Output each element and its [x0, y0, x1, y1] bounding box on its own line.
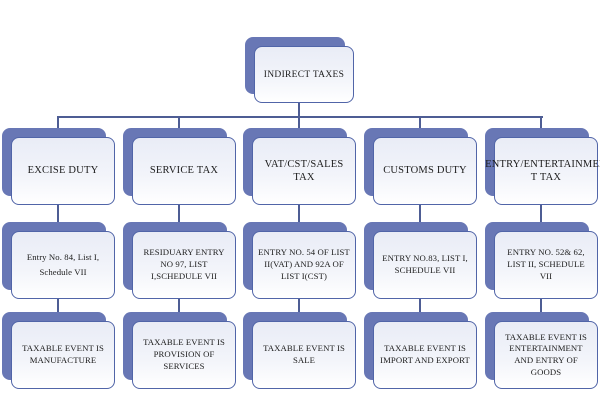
- branch-title-label: SERVICE TAX: [132, 137, 236, 205]
- connector-low-2: [178, 296, 180, 314]
- connector-drop-5: [540, 116, 542, 130]
- connector-mid-2: [178, 202, 180, 224]
- connector-drop-3: [298, 116, 300, 130]
- branch-node-entry-entertainment-tax: ENTRY/ENTERTAINMENT TAX: [485, 128, 600, 205]
- branch-title-label: VAT/CST/SALES TAX: [252, 137, 356, 205]
- connector-low-4: [419, 296, 421, 314]
- branch-node-customs-duty: CUSTOMS DUTY: [364, 128, 477, 205]
- event-label: TAXABLE EVENT IS SALE: [252, 321, 356, 389]
- event-node-vat-cst-sales-tax: TAXABLE EVENT IS SALE: [243, 312, 356, 389]
- entry-label: Entry No. 84, List I, Schedule VII: [11, 231, 115, 299]
- connector-mid-4: [419, 202, 421, 224]
- entry-label: ENTRY NO. 54 OF LIST II(VAT) AND 92A OF …: [252, 231, 356, 299]
- branch-node-excise-duty: EXCISE DUTY: [2, 128, 115, 205]
- connector-mid-5: [540, 202, 542, 224]
- event-node-excise-duty: TAXABLE EVENT IS MANUFACTURE: [2, 312, 115, 389]
- event-node-entry-entertainment-tax: TAXABLE EVENT IS ENTERTAINMENT AND ENTRY…: [485, 312, 598, 389]
- event-label: TAXABLE EVENT IS PROVISION OF SERVICES: [132, 321, 236, 389]
- entry-label: RESIDUARY ENTRY NO 97, LIST I,SCHEDULE V…: [132, 231, 236, 299]
- event-label: TAXABLE EVENT IS MANUFACTURE: [11, 321, 115, 389]
- connector-low-1: [57, 296, 59, 314]
- connector-rail: [58, 116, 543, 118]
- branch-node-service-tax: SERVICE TAX: [123, 128, 236, 205]
- event-label: TAXABLE EVENT IS IMPORT AND EXPORT: [373, 321, 477, 389]
- event-node-service-tax: TAXABLE EVENT IS PROVISION OF SERVICES: [123, 312, 236, 389]
- branch-title-label: ENTRY/ENTERTAINMENT TAX: [485, 137, 600, 205]
- connector-low-5: [540, 296, 542, 314]
- branch-node-vat-cst-sales-tax: VAT/CST/SALES TAX: [243, 128, 356, 205]
- branch-title-label: CUSTOMS DUTY: [373, 137, 477, 205]
- event-node-customs-duty: TAXABLE EVENT IS IMPORT AND EXPORT: [364, 312, 477, 389]
- root-node-label: INDIRECT TAXES: [254, 46, 354, 103]
- entry-label: ENTRY NO. 52& 62, LIST II, SCHEDULE VII: [494, 231, 598, 299]
- connector-mid-3: [298, 202, 300, 224]
- entry-node-excise-duty: Entry No. 84, List I, Schedule VII: [2, 222, 115, 299]
- connector-drop-4: [419, 116, 421, 130]
- branch-title-label: EXCISE DUTY: [11, 137, 115, 205]
- root-node-indirect-taxes: INDIRECT TAXES: [245, 37, 354, 103]
- entry-node-vat-cst-sales-tax: ENTRY NO. 54 OF LIST II(VAT) AND 92A OF …: [243, 222, 356, 299]
- connector-drop-2: [178, 116, 180, 130]
- entry-node-customs-duty: ENTRY NO.83, LIST I, SCHEDULE VII: [364, 222, 477, 299]
- event-label: TAXABLE EVENT IS ENTERTAINMENT AND ENTRY…: [494, 321, 598, 389]
- connector-low-3: [298, 296, 300, 314]
- connector-mid-1: [57, 202, 59, 224]
- entry-node-entry-entertainment-tax: ENTRY NO. 52& 62, LIST II, SCHEDULE VII: [485, 222, 598, 299]
- entry-label: ENTRY NO.83, LIST I, SCHEDULE VII: [373, 231, 477, 299]
- connector-root-stub: [298, 102, 300, 117]
- connector-drop-1: [57, 116, 59, 130]
- entry-node-service-tax: RESIDUARY ENTRY NO 97, LIST I,SCHEDULE V…: [123, 222, 236, 299]
